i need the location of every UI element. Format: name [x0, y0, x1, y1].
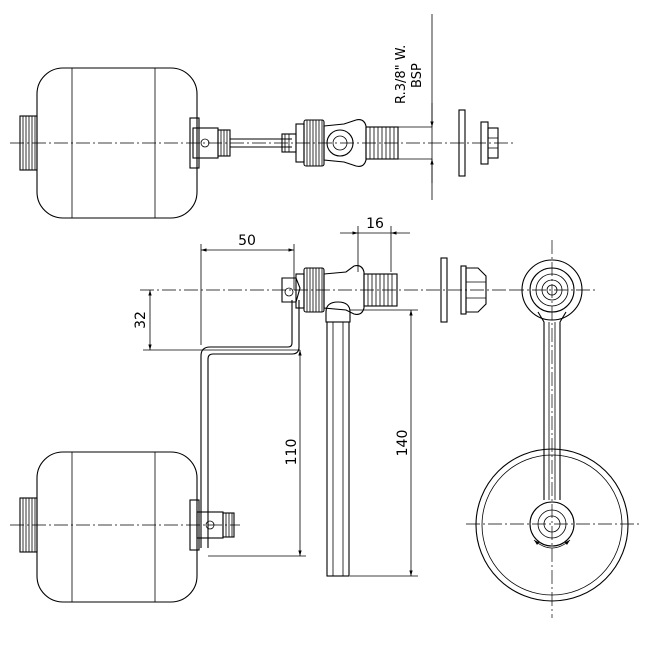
float-top — [19, 67, 200, 219]
thread-spec-label: R.3/8" W. — [394, 45, 409, 104]
top-view — [10, 14, 515, 219]
side-view — [10, 257, 510, 603]
end-view — [466, 240, 640, 618]
dimension-thread-length: 16 — [366, 216, 384, 232]
dimension-arm-offset: 32 — [133, 311, 149, 329]
dimension-arm-drop: 110 — [284, 439, 300, 466]
float-side — [19, 451, 200, 603]
thread-spec-standard: BSP — [410, 63, 425, 88]
dimension-arm-width: 50 — [238, 233, 256, 249]
dimension-tube-length: 140 — [395, 430, 411, 457]
